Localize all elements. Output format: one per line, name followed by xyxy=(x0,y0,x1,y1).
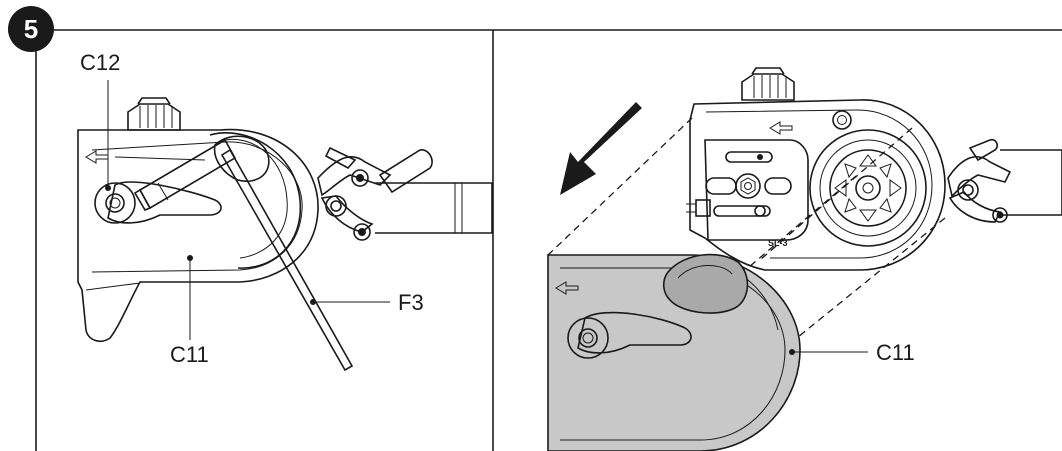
tension-knob-right xyxy=(741,67,795,101)
exposed-housing: SL-3 xyxy=(686,99,946,271)
left-panel: C12 C11 F3 xyxy=(77,50,493,372)
label-f3: F3 xyxy=(398,290,424,315)
clamp-bracket-right xyxy=(947,138,1012,223)
step-number: 5 xyxy=(24,14,38,44)
step-badge: 5 xyxy=(8,6,54,52)
tension-knob-left xyxy=(127,97,181,131)
detached-cover xyxy=(547,253,801,451)
bar-marking: SL-3 xyxy=(768,238,788,248)
shaft-tube-left xyxy=(375,182,493,234)
shaft-tube-right xyxy=(1000,149,1062,216)
right-panel: SL-3 C11 xyxy=(547,67,1062,451)
label-c11-right: C11 xyxy=(876,340,915,365)
t-wrench-tool xyxy=(133,138,354,372)
label-c11-left: C11 xyxy=(170,342,209,367)
clamp-bracket-left xyxy=(317,146,433,241)
leader-lines-left xyxy=(105,80,390,340)
housing-cover-left xyxy=(77,128,319,342)
label-c12: C12 xyxy=(80,50,120,75)
removal-direction-arrow xyxy=(560,102,642,195)
leader-line-right xyxy=(789,349,868,355)
